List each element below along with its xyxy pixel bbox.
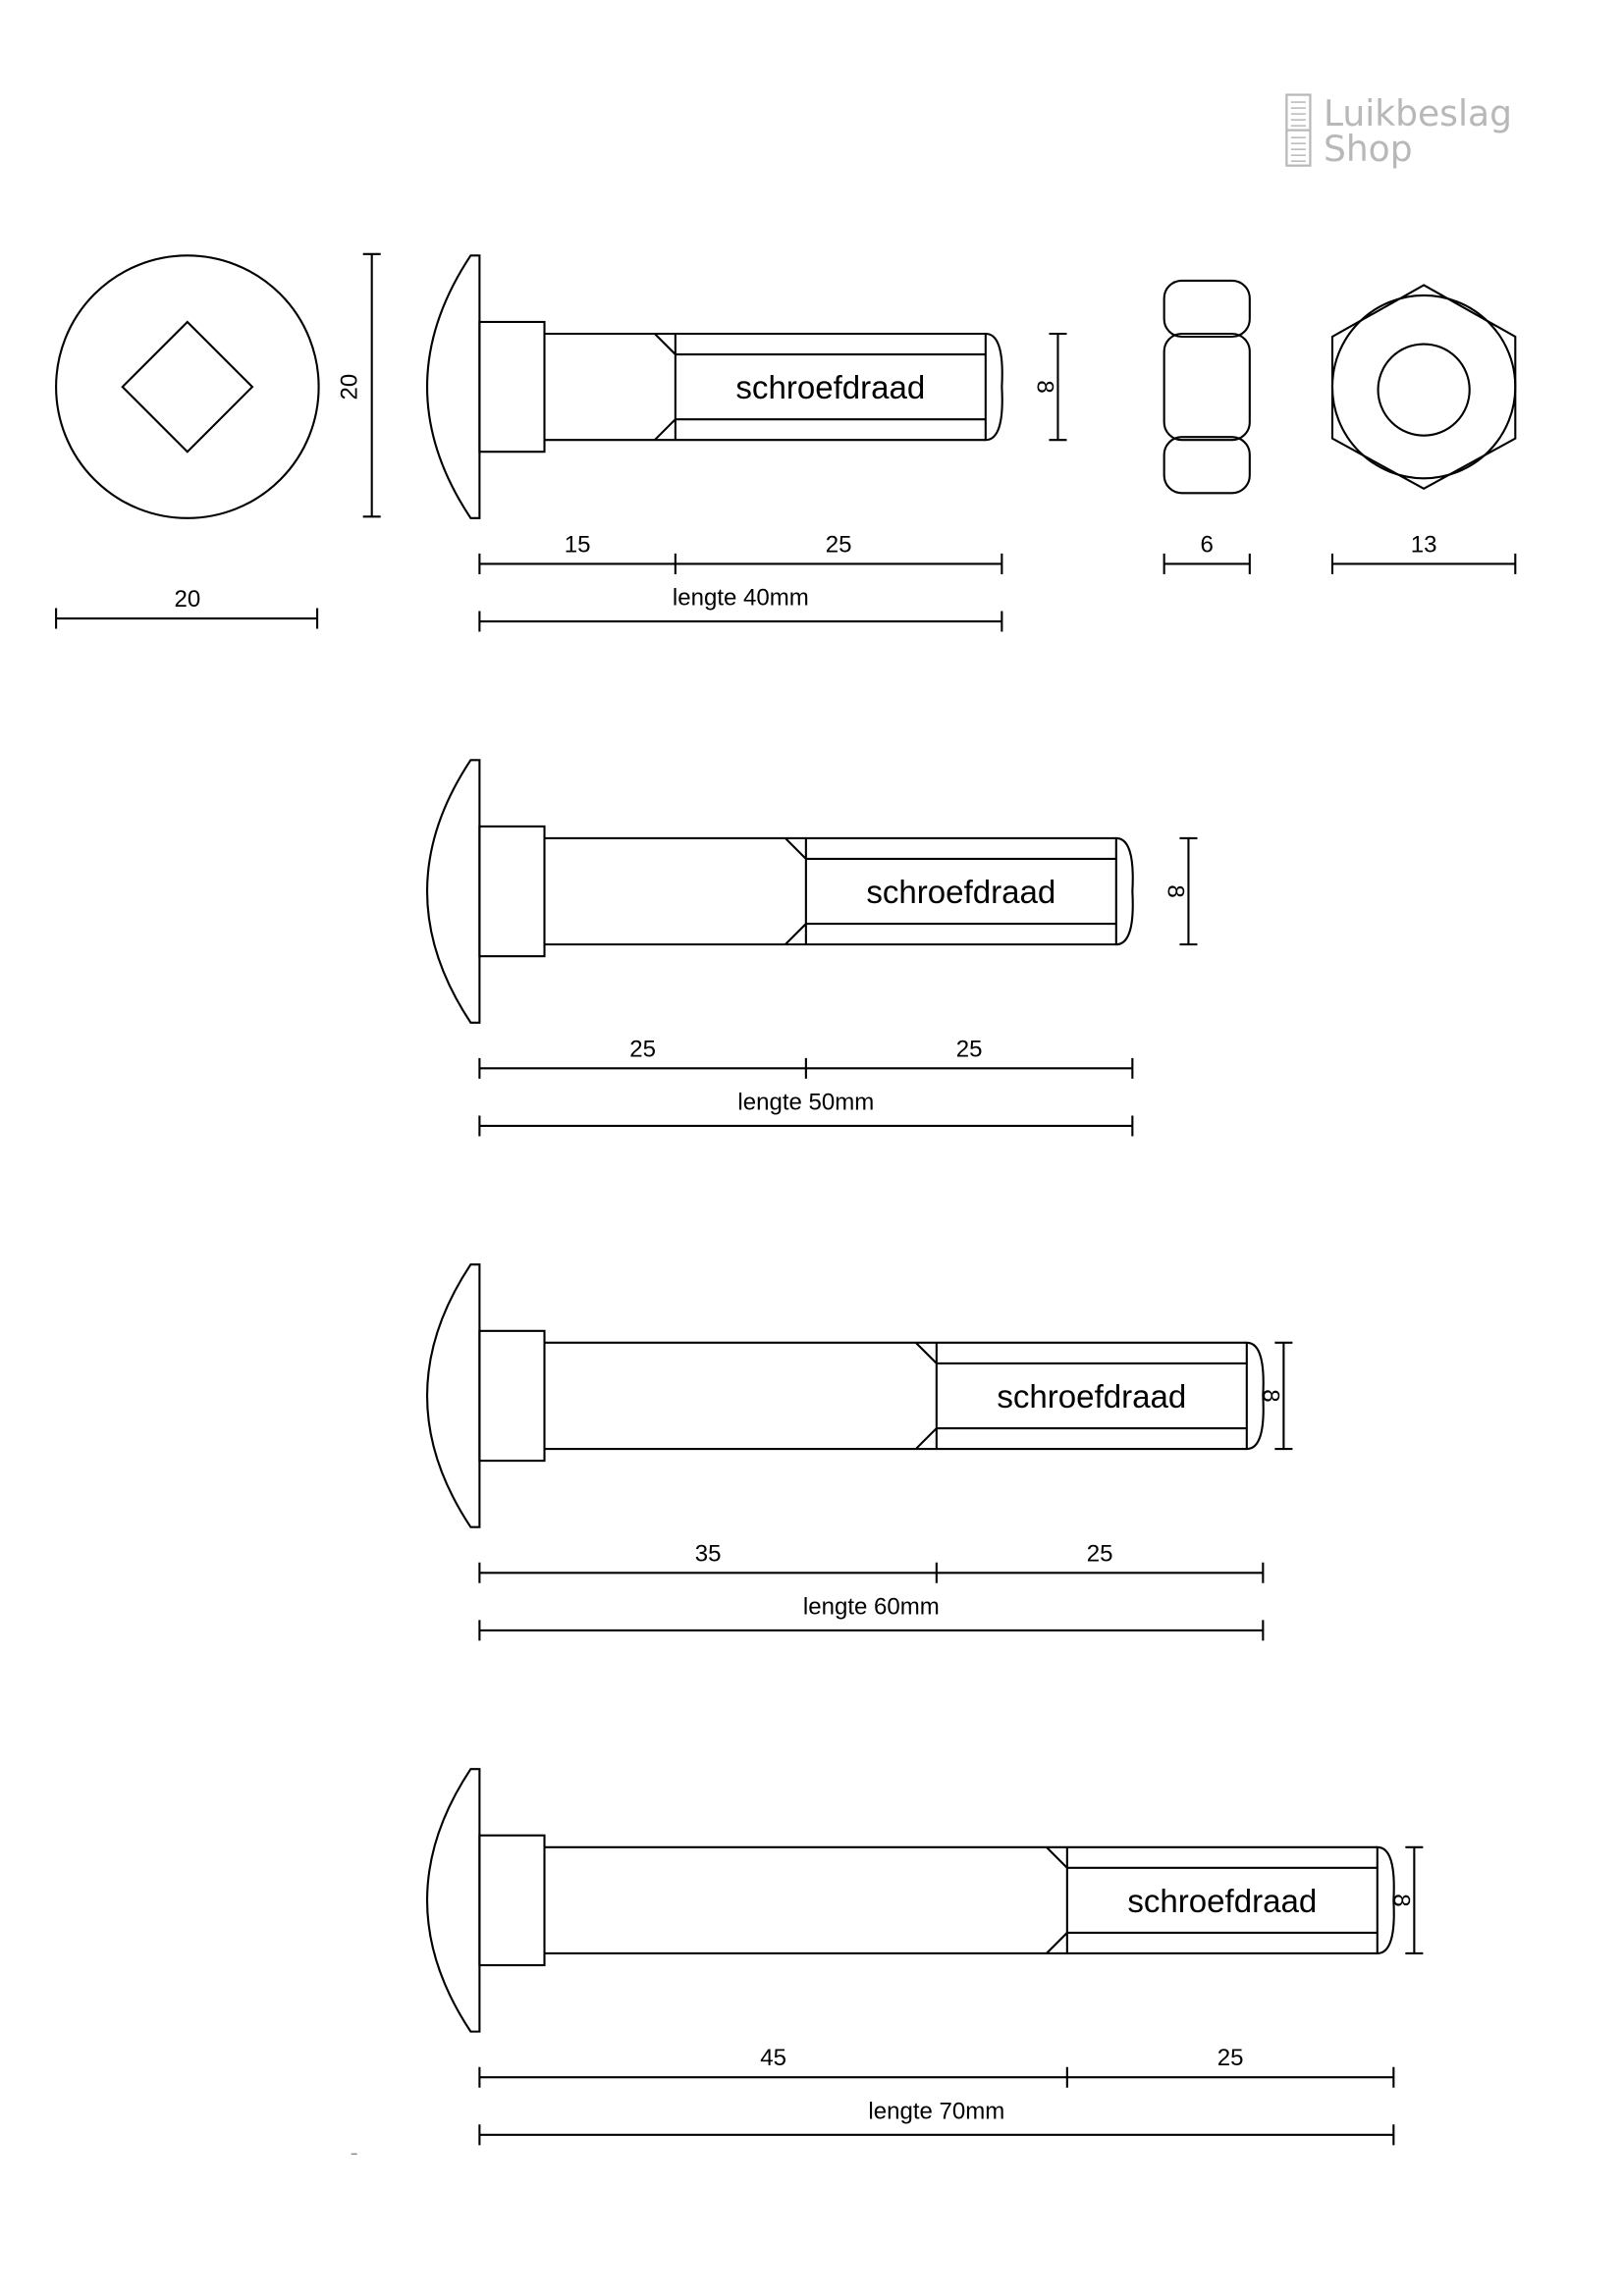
thread-lines <box>915 1342 1247 1450</box>
thread-label: schroefdraad <box>735 370 925 406</box>
head-diameter-label: 20 <box>174 586 200 613</box>
bolt-head <box>425 759 481 1024</box>
head-top-view: 20 20 <box>55 252 381 629</box>
bolt-head <box>425 254 481 519</box>
thread-lines <box>784 837 1116 945</box>
square-neck <box>478 320 546 454</box>
thread-label: schroefdraad <box>997 1379 1186 1415</box>
shank <box>544 1341 1247 1451</box>
hex-nut-outline <box>1330 284 1517 490</box>
segment-dimension <box>478 1562 1265 1583</box>
logo: Luikbeslag Shop <box>1285 93 1512 170</box>
logo-text-line2: Shop <box>1324 129 1413 170</box>
shank <box>544 836 1116 946</box>
segment-dimension <box>478 2066 1395 2088</box>
total-length-label: lengte 60mm <box>803 1593 940 1620</box>
total-length-dimension <box>478 2124 1395 2146</box>
thread-label: schroefdraad <box>866 875 1055 911</box>
head-height-label: 20 <box>337 374 363 400</box>
nut-side-view: 6 <box>1163 279 1251 574</box>
thread-lines <box>1046 1846 1378 1954</box>
total-length-dimension <box>478 1620 1265 1641</box>
bolt-1: schroefdraad 8 15 25 lengte 40mm <box>425 254 1067 632</box>
height-dimension: 20 <box>337 252 381 518</box>
total-length-label: lengte 40mm <box>673 584 809 611</box>
nut-thickness-label: 6 <box>1201 531 1214 558</box>
segment-dimension <box>478 1057 1134 1079</box>
shank-length-label: 15 <box>565 531 591 558</box>
diameter-dimension <box>1049 332 1067 442</box>
diameter-label: 8 <box>1257 1389 1283 1402</box>
bolt-head <box>425 1263 481 1528</box>
bolt-2: schroefdraad 8 25 25 lengte 50mm <box>425 759 1198 1137</box>
thread-length-label: 25 <box>956 1036 983 1062</box>
shank <box>544 332 986 442</box>
nut-chamfer-circle <box>1330 294 1517 480</box>
total-length-label: lengte 50mm <box>737 1089 874 1115</box>
logo-text-line1: Luikbeslag <box>1324 93 1512 134</box>
square-neck <box>478 825 546 958</box>
nut-front-view: 13 <box>1330 284 1517 574</box>
shank <box>544 1845 1378 1955</box>
diameter-dimension <box>1405 1845 1424 1955</box>
bolt-head-circle <box>55 254 320 519</box>
thread-label: schroefdraad <box>1127 1884 1317 1920</box>
bolt-end <box>1245 1341 1265 1451</box>
nut-hole <box>1377 343 1471 437</box>
nut-width-label: 13 <box>1411 531 1437 558</box>
diameter-label: 8 <box>1162 884 1188 897</box>
shank-length-label: 25 <box>629 1036 656 1062</box>
diameter-dimension: 20 <box>55 586 319 629</box>
diameter-label: 8 <box>1387 1894 1414 1906</box>
bolt-3: schroefdraad 8 35 25 lengte 60mm <box>425 1263 1293 1641</box>
nut-face-bottom <box>1163 436 1251 495</box>
shank-length-label: 45 <box>760 2045 786 2071</box>
bolt-head <box>425 1768 481 2033</box>
diameter-label: 8 <box>1031 380 1057 393</box>
diameter-dimension <box>1179 836 1198 946</box>
total-length-dimension <box>478 611 1003 632</box>
bolt-end <box>984 332 1003 442</box>
square-neck <box>478 1834 546 1967</box>
nut-face-top <box>1163 279 1251 339</box>
square-neck <box>121 320 254 454</box>
segment-dimension <box>478 553 1003 574</box>
total-length-dimension <box>478 1115 1134 1137</box>
thread-length-label: 25 <box>826 531 852 558</box>
thread-length-label: 25 <box>1217 2045 1244 2071</box>
shank-length-label: 35 <box>695 1540 722 1567</box>
bolt-end <box>1376 1845 1395 1955</box>
thread-lines <box>654 333 986 441</box>
nut-face-middle <box>1163 332 1251 442</box>
diameter-dimension <box>1274 1341 1293 1451</box>
bolt-4: schroefdraad 8 45 25 lengte 70mm <box>425 1768 1424 2146</box>
total-length-label: lengte 70mm <box>868 2098 1004 2124</box>
thread-length-label: 25 <box>1087 1540 1113 1567</box>
square-neck <box>478 1329 546 1463</box>
bolt-end <box>1114 836 1134 946</box>
